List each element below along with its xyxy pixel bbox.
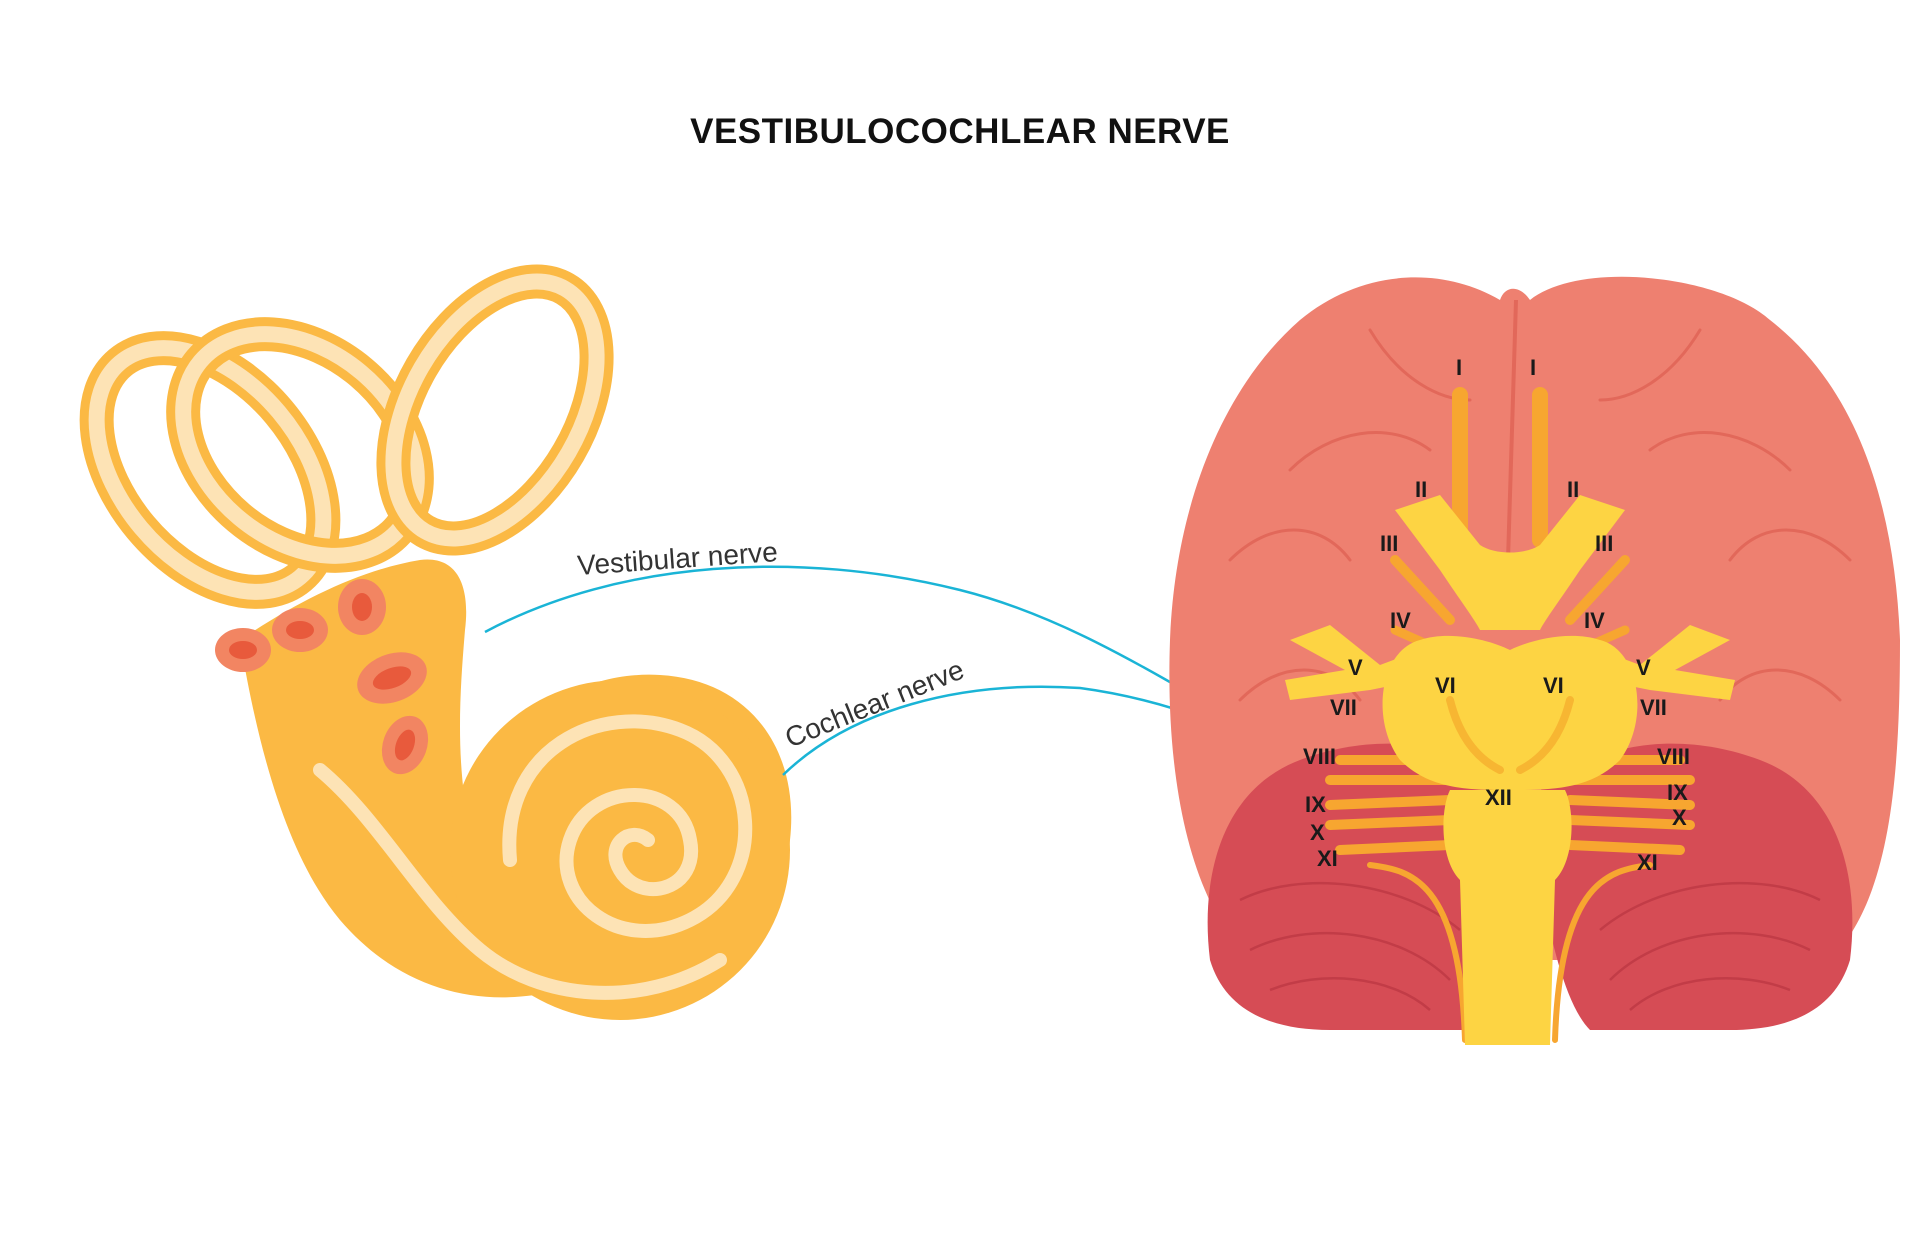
cn-label-I-right: I [1530, 355, 1536, 380]
lower-nerves-left [1325, 755, 1455, 855]
cerebellar-folia [1239, 881, 1821, 1011]
cranial-nerve-labels: I I II II III III IV IV V V VI VI VII VI… [1303, 355, 1690, 875]
cochlea-spiral [502, 714, 753, 938]
ampulla-1 [215, 628, 271, 672]
cn-label-III-left: III [1380, 531, 1398, 556]
lower-nerves-right [1565, 755, 1695, 855]
cn-label-I-left: I [1456, 355, 1462, 380]
semicircular-canals [79, 264, 614, 609]
brainstem [1285, 495, 1735, 1045]
cn-label-III-right: III [1595, 531, 1613, 556]
canal-right [376, 264, 614, 556]
cn-label-V-right: V [1636, 655, 1651, 680]
cochlear-nerve-label: Cochlear nerve [781, 654, 969, 754]
vestibular-nerve-label: Vestibular nerve [576, 536, 778, 581]
brain [1169, 276, 1900, 1045]
cn-label-X-left: X [1310, 820, 1325, 845]
inner-ear [79, 264, 792, 1020]
accessory-left [1367, 862, 1468, 1043]
ampullae [215, 579, 429, 775]
accessory-right [1552, 862, 1653, 1043]
cn-label-XI-left: XI [1317, 846, 1338, 871]
longitudinal-fissure [1506, 299, 1518, 561]
cn-label-VIII-left: VIII [1303, 744, 1336, 769]
diagram-title: VESTIBULOCOCHLEAR NERVE [690, 112, 1230, 151]
ampulla-3 [338, 579, 386, 635]
cochlea [313, 674, 792, 1020]
cn-label-VII-left: VII [1330, 695, 1357, 720]
pons-shading [1446, 696, 1574, 774]
cn-label-IX-right: IX [1667, 780, 1688, 805]
medulla [1443, 790, 1572, 1045]
cn-label-V-left: V [1348, 655, 1363, 680]
cn-label-XII: XII [1485, 785, 1512, 810]
pons [1382, 635, 1638, 790]
cn-label-VIII-right: VIII [1657, 744, 1690, 769]
oculomotor-left [1390, 555, 1455, 625]
canal-left [79, 331, 341, 609]
utricle [357, 652, 427, 704]
cochlea-duct [313, 763, 727, 1000]
saccule [381, 715, 429, 775]
optic-chiasm [1395, 495, 1625, 630]
cn-label-XI-right: XI [1637, 850, 1658, 875]
cn-label-IX-left: IX [1305, 792, 1326, 817]
cn-label-VI-left: VI [1435, 673, 1456, 698]
oculomotor-right [1565, 555, 1630, 625]
cn-label-X-right: X [1672, 805, 1687, 830]
cn-label-VI-right: VI [1543, 673, 1564, 698]
cn-label-II-right: II [1567, 477, 1579, 502]
cn-label-II-left: II [1415, 477, 1427, 502]
cn-label-IV-right: IV [1584, 608, 1605, 633]
cn-label-VII-right: VII [1640, 695, 1667, 720]
cn-label-IV-left: IV [1390, 608, 1411, 633]
ampulla-2 [272, 608, 328, 652]
